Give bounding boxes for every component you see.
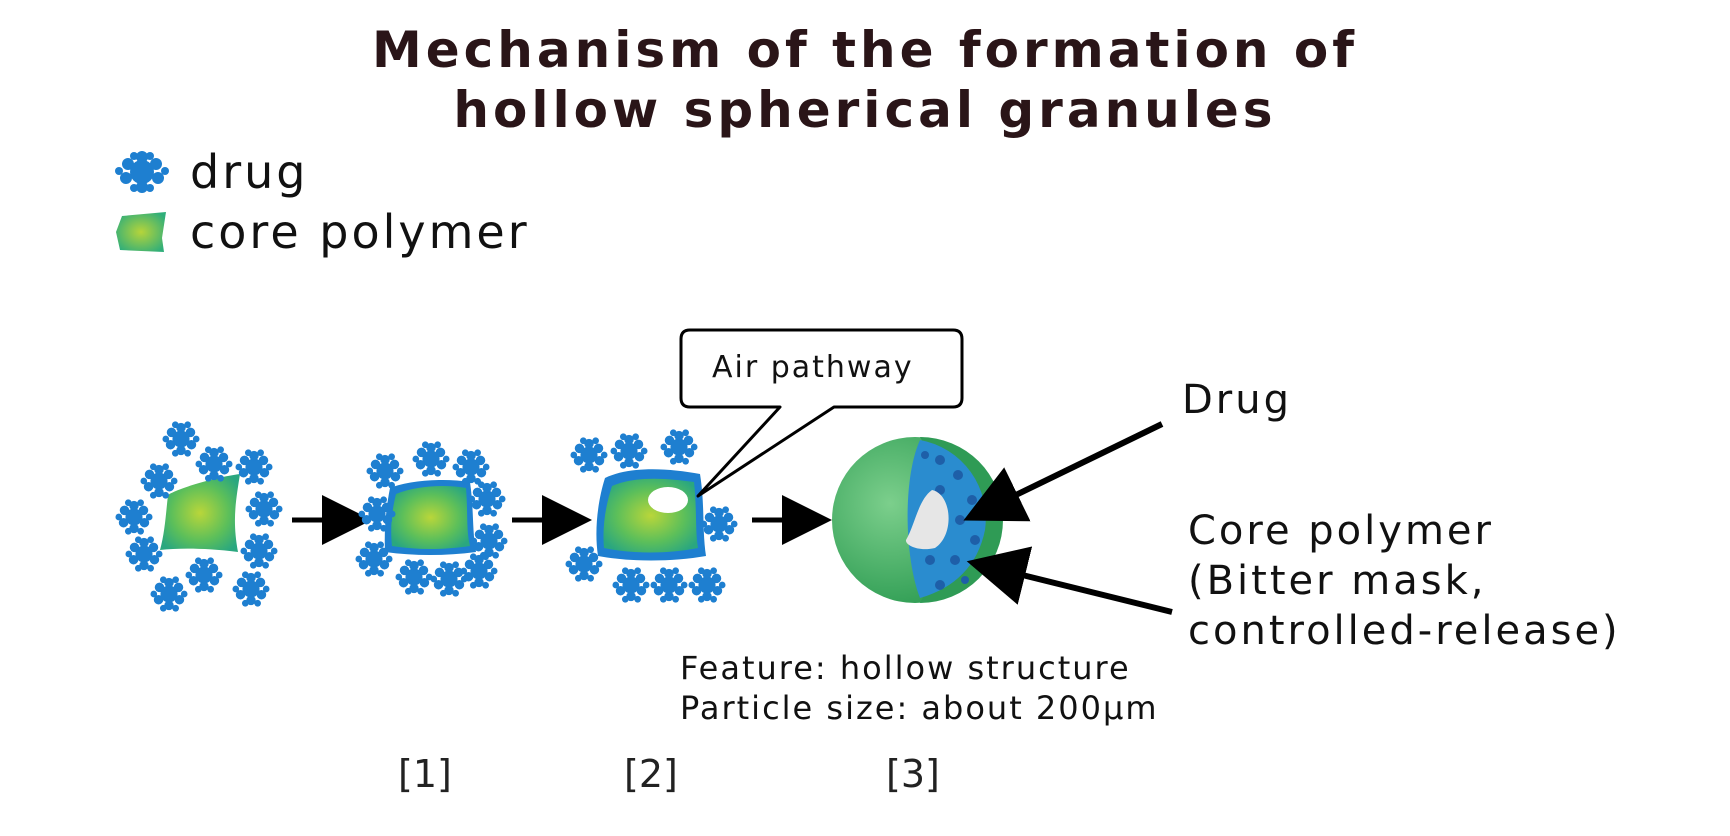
feature-line-2: Particle size: about 200µm [680,689,1159,727]
air-pathway-callout [679,328,964,498]
stage-3-particle [565,429,738,603]
drug-particle-icon [115,151,169,193]
step-label-2: [2] [624,752,678,796]
core-polymer-label-line-3: controlled-release) [1188,608,1621,654]
core-polymer-label-line-1: Core polymer [1188,508,1494,554]
feature-line-1: Feature: hollow structure [680,649,1131,687]
stage-2-particle [355,441,508,597]
hollow-granule [832,437,1003,603]
drug-pointer-arrow [963,421,1164,522]
step-label-3: [3] [886,752,940,796]
title-line-1: Mechanism of the formation of [371,21,1359,79]
legend-label-core-polymer: core polymer [190,205,530,259]
drug-label: Drug [1182,377,1292,423]
legend-item-drug: drug [112,144,308,200]
stage-1-particle [115,421,283,612]
feature-description: Feature: hollow structure Particle size:… [680,648,1159,728]
step-label-1: [1] [398,752,452,796]
air-pocket [648,487,688,513]
title-line-2: hollow spherical granules [453,81,1277,139]
core-polymer-label: Core polymer (Bitter mask, controlled-re… [1188,506,1621,656]
core-polymer-icon [116,212,166,252]
air-pathway-label: Air pathway [712,350,914,385]
diagram-title: Mechanism of the formation of hollow sph… [0,20,1730,140]
legend-label-drug: drug [190,145,309,199]
core-polymer-pointer-arrow [966,546,1173,615]
legend-item-core-polymer: core polymer [112,204,530,260]
core-polymer-label-line-2: (Bitter mask, [1188,558,1487,604]
